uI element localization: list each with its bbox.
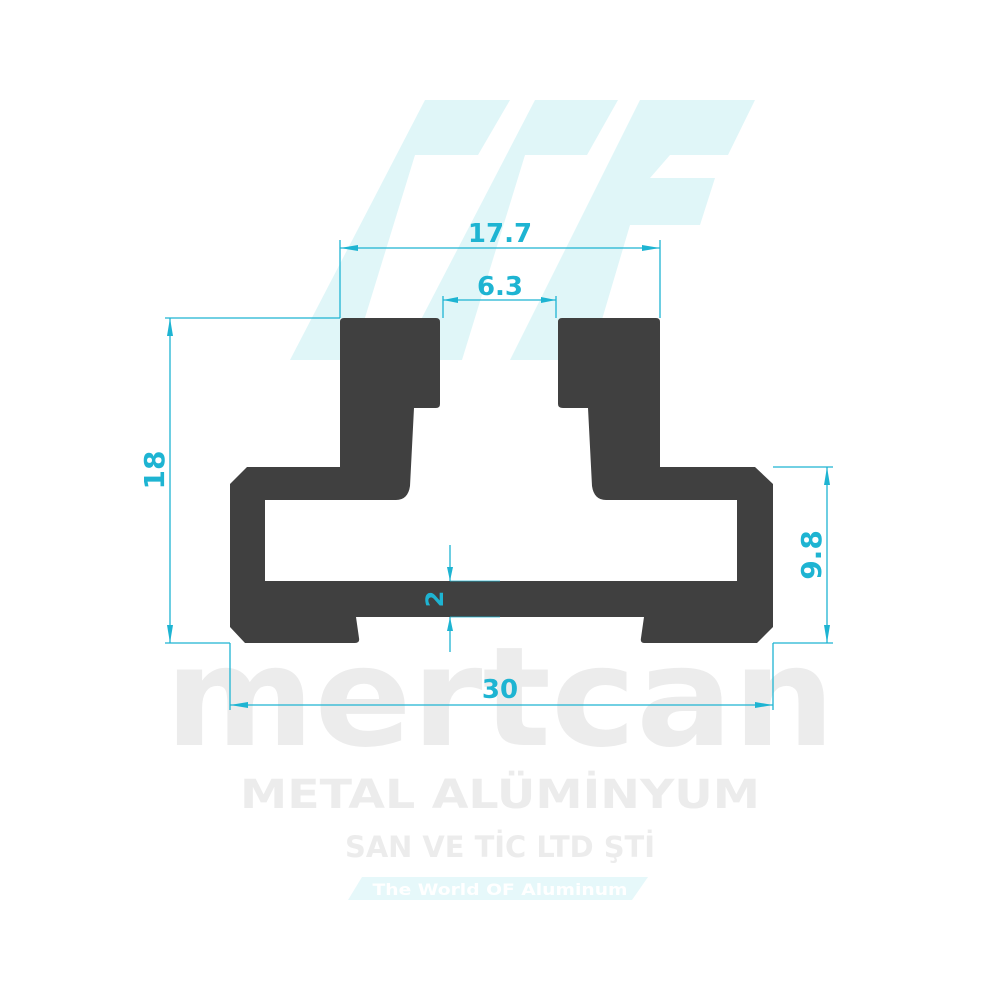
- watermark-brand: mertcan: [165, 617, 835, 778]
- dim-top-width: 17.7: [468, 219, 532, 249]
- dim-side-height: 9.8: [795, 530, 828, 580]
- tagline-banner: [348, 877, 648, 900]
- watermark-line1: METAL ALÜMİNYUM: [240, 770, 760, 818]
- dim-total-height: 18: [138, 451, 171, 490]
- logo-mark-icon: [290, 100, 755, 360]
- dim-slot-width: 6.3: [477, 272, 523, 302]
- dim-total-width: 30: [482, 675, 518, 705]
- dimension-lines: [165, 240, 833, 710]
- watermark-line2: SAN VE TİC LTD ŞTİ: [345, 830, 655, 864]
- dim-base-thickness: 2: [421, 591, 449, 608]
- dimension-arrows: [167, 245, 830, 708]
- watermark-tagline: The World OF Aluminum: [373, 880, 628, 899]
- profile-section: [230, 318, 773, 643]
